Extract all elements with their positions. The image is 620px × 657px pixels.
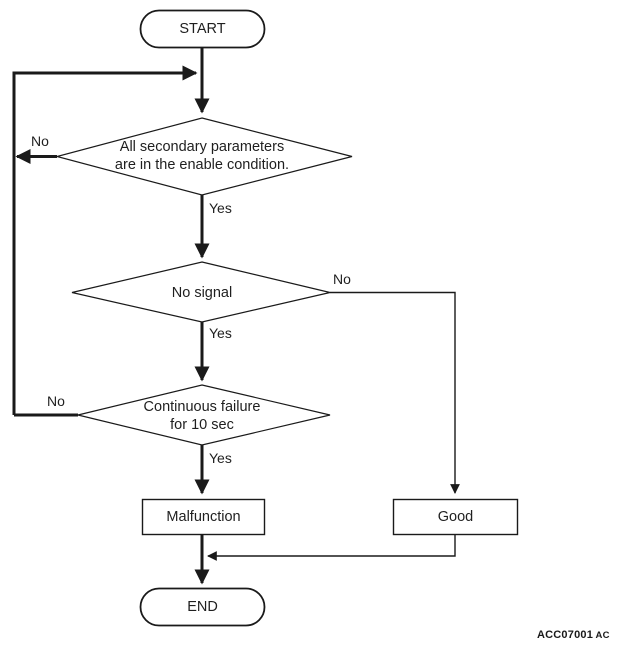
edge-good-to-merge: [207, 534, 456, 561]
start-terminator-shape: [139, 9, 266, 49]
edge-decision2-no: [330, 291, 460, 494]
edge-label-decision2-yes: Yes: [209, 325, 232, 341]
good-box-shape: [392, 498, 519, 536]
decision3-shape: [77, 384, 331, 446]
plate-id-suffix: AC: [595, 630, 610, 641]
malfunction-box-shape: [141, 498, 266, 536]
decision2-shape: [71, 261, 331, 323]
edge-label-decision3-yes: Yes: [209, 450, 232, 466]
edge-feedback-loop: [12, 65, 198, 415]
edge-label-decision2-no: No: [333, 271, 351, 287]
decision1-shape: [54, 117, 353, 196]
edge-label-decision3-no: No: [47, 393, 65, 409]
edge-label-decision1-yes: Yes: [209, 200, 232, 216]
plate-id-number: ACC07001: [537, 629, 594, 641]
end-terminator-shape: [139, 587, 266, 627]
plate-id: ACC07001 AC: [537, 629, 610, 641]
edge-label-decision1-no: No: [31, 133, 49, 149]
